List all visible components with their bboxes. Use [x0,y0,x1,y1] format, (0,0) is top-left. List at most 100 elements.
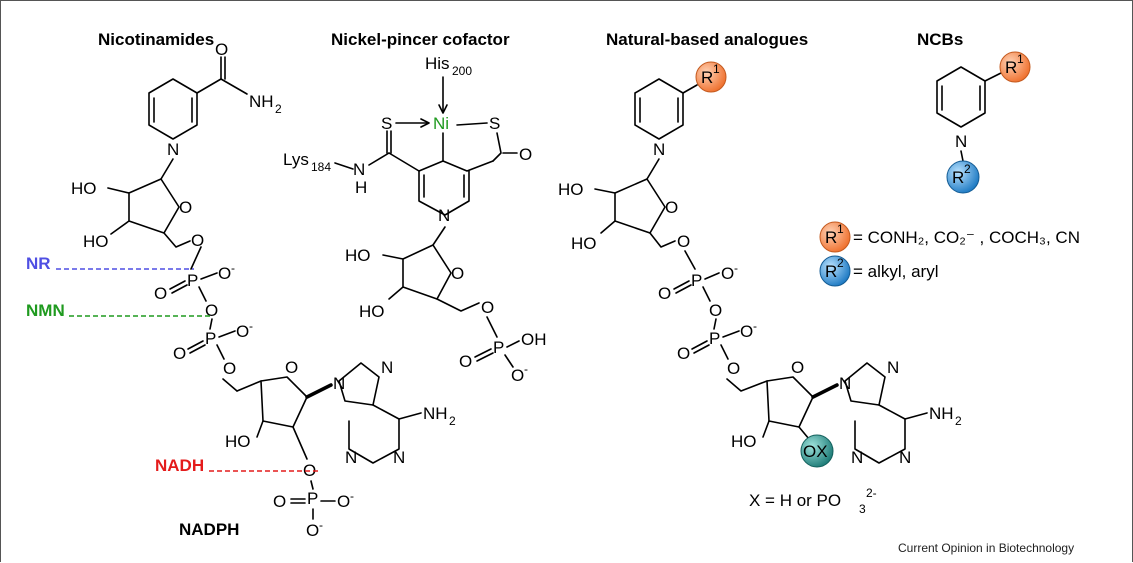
svg-text:2-: 2- [866,486,877,500]
svg-text:P: P [187,271,198,290]
svg-text:R: R [1005,58,1017,77]
svg-text:OX: OX [803,442,828,461]
nadph-structure: O NH 2 N HO HO O O P O - O O P O - O O [71,40,456,540]
svg-text:O: O [306,521,319,540]
svg-text:N: N [839,374,851,393]
svg-text:P: P [307,489,318,508]
svg-text:P: P [691,271,702,290]
svg-text:O: O [727,359,740,378]
svg-text:-: - [249,319,253,333]
svg-text:N: N [333,374,345,393]
svg-text:R: R [952,168,964,187]
svg-text:R: R [701,68,713,87]
svg-text:O: O [218,264,231,283]
svg-text:N: N [851,448,863,467]
svg-text:O: O [721,264,734,283]
svg-text:NR: NR [26,254,51,273]
r2-substituent-ball [946,160,980,194]
svg-text:X = H or PO: X = H or PO [749,491,841,510]
svg-text:N: N [345,448,357,467]
svg-text:N: N [393,448,405,467]
svg-text:N: N [653,140,665,159]
svg-text:200: 200 [452,64,472,78]
nmn-cut-line: NMN [26,301,213,320]
svg-text:N: N [955,132,967,151]
svg-text:HO: HO [731,432,757,451]
svg-text:S: S [381,114,392,133]
svg-text:O: O [459,352,472,371]
svg-text:-: - [350,489,354,503]
svg-text:O: O [677,232,690,251]
svg-text:2: 2 [964,162,971,176]
svg-text:HO: HO [83,232,109,251]
ncb-structure: R 1 N R 2 [936,51,1031,194]
svg-text:P: P [493,338,504,357]
svg-text:NH: NH [249,92,274,111]
svg-text:O: O [223,359,236,378]
svg-text:O: O [236,322,249,341]
svg-text:2: 2 [837,256,844,270]
svg-text:Lys: Lys [283,150,309,169]
svg-text:HO: HO [359,302,385,321]
r-group-legend: R 1 = CONH₂, CO₂⁻ , COCH₃, CN R 2 = alky… [819,221,1080,287]
svg-text:O: O [173,344,186,363]
svg-text:HO: HO [345,246,371,265]
svg-text:S: S [489,114,500,133]
svg-text:NH: NH [423,404,448,423]
svg-text:-: - [753,319,757,333]
svg-text:Ni: Ni [433,114,449,133]
svg-text:N: N [167,140,179,159]
svg-text:O: O [665,198,678,217]
header-natural-analogues: Natural-based analogues [606,30,808,49]
svg-text:N: N [438,206,450,225]
svg-text:His: His [425,54,450,73]
header-nicotinamides: Nicotinamides [98,30,214,49]
svg-text:O: O [273,492,286,511]
svg-text:O: O [205,301,218,320]
svg-text:N: N [887,358,899,377]
svg-text:O: O [677,344,690,363]
r2-definition: = alkyl, aryl [853,262,939,281]
source-credit: Current Opinion in Biotechnology [898,541,1074,555]
svg-text:O: O [791,358,804,377]
svg-text:OH: OH [521,330,547,349]
svg-text:N: N [353,160,365,179]
nadh-cut-line: NADH [155,456,319,475]
svg-text:-: - [231,261,235,275]
svg-text:O: O [481,298,494,317]
ox-substituent-ball [800,434,834,468]
svg-text:O: O [154,284,167,303]
svg-text:O: O [285,358,298,377]
svg-text:NADH: NADH [155,456,204,475]
svg-text:O: O [191,231,204,250]
svg-text:HO: HO [558,180,584,199]
svg-text:HO: HO [571,234,597,253]
svg-text:2: 2 [275,102,282,116]
svg-text:-: - [734,261,738,275]
header-nickel-pincer: Nickel-pincer cofactor [331,30,510,49]
svg-text:HO: HO [225,432,251,451]
svg-text:P: P [709,329,720,348]
svg-text:-: - [524,362,528,376]
svg-text:184: 184 [311,160,331,174]
header-ncbs: NCBs [917,30,963,49]
svg-text:1: 1 [1017,52,1024,66]
nr-cut-line: NR [26,254,194,273]
x-definition: X = H or PO 3 2- [749,486,877,516]
natural-analogue-structure: R 1 N O HO HO O P O - O O P O - O O O HO [558,61,962,516]
svg-text:1: 1 [837,222,844,236]
svg-text:O: O [179,198,192,217]
svg-text:R: R [825,228,837,247]
svg-text:O: O [740,322,753,341]
svg-text:O: O [511,366,524,385]
svg-text:O: O [337,492,350,511]
svg-text:3: 3 [859,502,866,516]
svg-text:O: O [519,145,532,164]
svg-text:HO: HO [71,179,97,198]
r1-substituent-ball [695,61,727,93]
svg-text:O: O [451,264,464,283]
svg-text:O: O [215,40,228,59]
svg-text:P: P [205,329,216,348]
